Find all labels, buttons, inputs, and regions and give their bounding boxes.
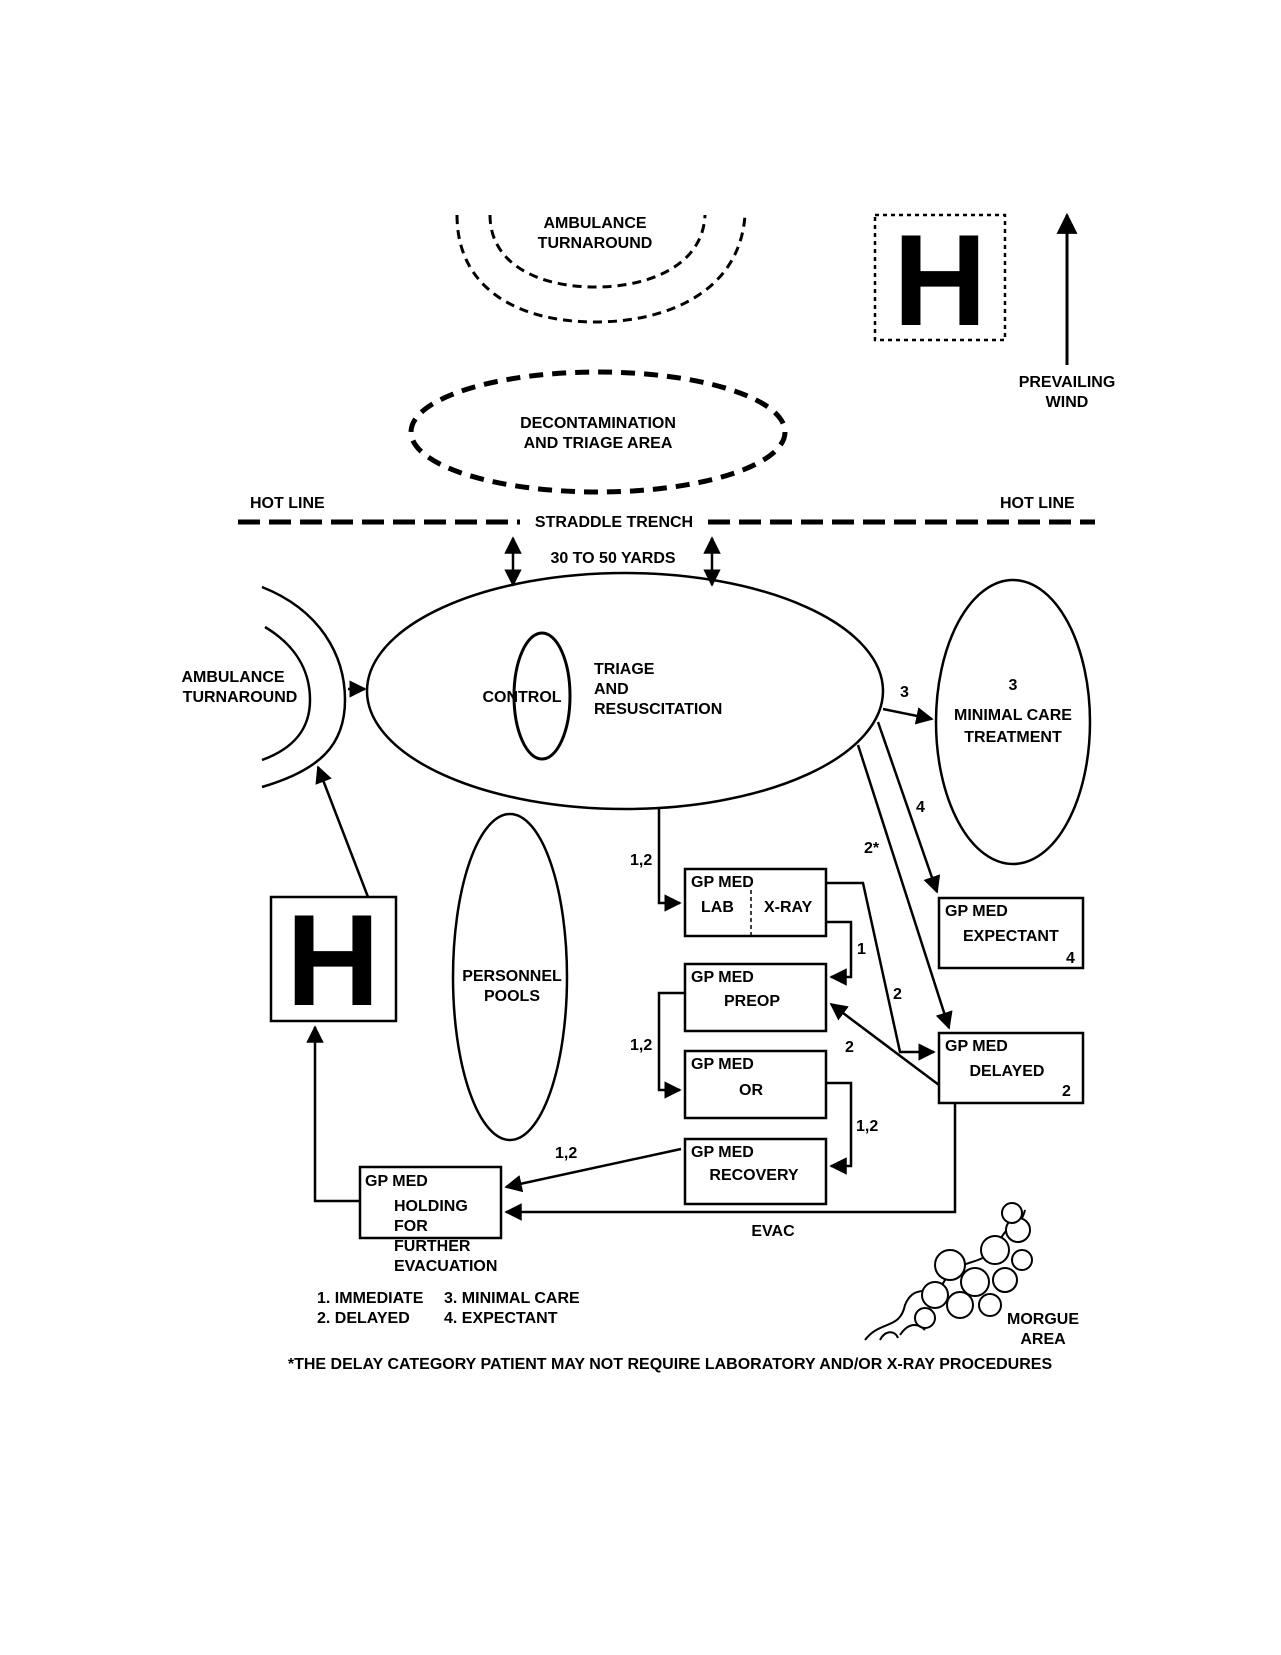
arrow-or-to-recovery xyxy=(826,1081,853,1175)
box-recovery: GP MED RECOVERY xyxy=(683,1137,828,1206)
distance-label: 30 TO 50 YARDS xyxy=(550,550,675,567)
arrow-evac xyxy=(504,1103,957,1221)
minimal-care-label-1: MINIMAL CARE xyxy=(954,707,1072,724)
minimal-care-label-2: TREATMENT xyxy=(964,729,1062,746)
box-delayed: GP MED DELAYED 2 xyxy=(937,1031,1085,1105)
triage-label-3: RESUSCITATION xyxy=(594,701,722,718)
personnel-pools: PERSONNEL POOLS xyxy=(451,812,569,1142)
box-holding: GP MED HOLDING FOR FURTHER EVACUATION xyxy=(358,1165,503,1275)
ambulance-turnaround-top: AMBULANCE TURNAROUND xyxy=(455,214,747,324)
morgue-label-2: AREA xyxy=(1020,1331,1066,1348)
flow-arrows: 3 4 2* 1,2 1 2 2 1,2 1,2 1,2 EVAC xyxy=(306,684,957,1240)
arrow-lab-to-delayed xyxy=(826,881,936,1061)
ambulance-turnaround-left: AMBULANCE TURNAROUND xyxy=(181,585,367,789)
flow-label-preop-to-or: 1,2 xyxy=(630,1037,652,1054)
triage-label-2: AND xyxy=(594,681,629,698)
helipad-top-symbol: H xyxy=(893,207,987,353)
flow-label-or-to-recovery: 1,2 xyxy=(856,1118,878,1135)
delayed-head: GP MED xyxy=(945,1038,1008,1055)
recovery-label: RECOVERY xyxy=(709,1167,799,1184)
expectant-label: EXPECTANT xyxy=(963,928,1059,945)
arrow-recovery-to-holding xyxy=(504,1147,682,1193)
arrow-to-lab xyxy=(657,809,682,912)
ambulance-turnaround-left-label-1: AMBULANCE xyxy=(181,669,284,686)
helipad-bottom-symbol: H xyxy=(286,887,380,1033)
preop-label: PREOP xyxy=(724,993,780,1010)
control-ellipse xyxy=(512,631,572,761)
flow-label-to-delayed-direct: 2* xyxy=(864,840,880,857)
expectant-num: 4 xyxy=(1066,950,1075,967)
arrow-preop-to-or xyxy=(657,991,685,1099)
holding-line-1: HOLDING xyxy=(394,1198,468,1215)
flow-label-to-minimal: 3 xyxy=(900,684,909,701)
morgue-bushes-icon xyxy=(864,1202,1033,1341)
or-head: GP MED xyxy=(691,1056,754,1073)
arrow-helipad-to-ambulance xyxy=(315,765,370,898)
expectant-head: GP MED xyxy=(945,903,1008,920)
morgue-label-1: MORGUE xyxy=(1007,1311,1079,1328)
legend-item-4: 4. EXPECTANT xyxy=(444,1310,558,1327)
flow-label-lab-to-preop: 1 xyxy=(857,941,866,958)
xray-label: X-RAY xyxy=(764,899,813,916)
legend-item-1: 1. IMMEDIATE xyxy=(317,1290,424,1307)
helipad-bottom: H xyxy=(269,887,398,1033)
holding-line-2: FOR xyxy=(394,1218,428,1235)
ambulance-turnaround-top-label-2: TURNAROUND xyxy=(538,235,653,252)
hot-line-right-label: HOT LINE xyxy=(1000,495,1075,512)
flow-label-evac: EVAC xyxy=(751,1223,795,1240)
flow-label-delayed-to-preop: 2 xyxy=(845,1039,854,1056)
hot-line: HOT LINE HOT LINE STRADDLE TRENCH xyxy=(238,495,1095,531)
decon-label-2: AND TRIAGE AREA xyxy=(524,435,673,452)
footnote: *THE DELAY CATEGORY PATIENT MAY NOT REQU… xyxy=(288,1356,1053,1373)
box-preop: GP MED PREOP xyxy=(683,962,828,1033)
arrow-delayed-to-preop xyxy=(829,1002,940,1086)
triage-label-1: TRIAGE xyxy=(594,661,655,678)
flow-label-to-expectant: 4 xyxy=(916,799,925,816)
legend-item-3: 3. MINIMAL CARE xyxy=(444,1290,580,1307)
personnel-pools-label-1: PERSONNEL xyxy=(462,968,562,985)
legend: 1. IMMEDIATE 2. DELAYED 3. MINIMAL CARE … xyxy=(317,1290,580,1327)
preop-head: GP MED xyxy=(691,969,754,986)
recovery-head: GP MED xyxy=(691,1144,754,1161)
arrow-holding-to-helipad xyxy=(306,1025,360,1203)
wind-label-1: PREVAILING xyxy=(1019,374,1116,391)
straddle-trench-label: STRADDLE TRENCH xyxy=(535,514,693,531)
or-label: OR xyxy=(739,1082,763,1099)
holding-line-4: EVACUATION xyxy=(394,1258,497,1275)
triage-area: CONTROL TRIAGE AND RESUSCITATION xyxy=(365,571,885,811)
ambulance-turnaround-top-label-1: AMBULANCE xyxy=(543,215,646,232)
holding-head: GP MED xyxy=(365,1173,428,1190)
decontamination-area: DECONTAMINATION AND TRIAGE AREA xyxy=(408,369,788,495)
helipad-top: H xyxy=(873,207,1007,353)
delayed-label: DELAYED xyxy=(970,1063,1045,1080)
arrow-to-expectant xyxy=(876,721,941,894)
personnel-pools-label-2: POOLS xyxy=(484,988,540,1005)
arrow-lab-to-preop xyxy=(826,920,853,986)
lab-label: LAB xyxy=(701,899,734,916)
hot-line-left-label: HOT LINE xyxy=(250,495,325,512)
flow-label-lab-to-delayed: 2 xyxy=(893,986,902,1003)
arrow-to-minimal xyxy=(882,707,934,725)
minimal-care-treatment: 3 MINIMAL CARE TREATMENT xyxy=(934,578,1092,866)
box-or: GP MED OR xyxy=(683,1049,828,1120)
wind-label-2: WIND xyxy=(1046,394,1089,411)
box-lab-xray: GP MED LAB X-RAY xyxy=(683,867,828,938)
legend-item-2: 2. DELAYED xyxy=(317,1310,410,1327)
lab-xray-head: GP MED xyxy=(691,874,754,891)
decon-label-1: DECONTAMINATION xyxy=(520,415,676,432)
delayed-num: 2 xyxy=(1062,1083,1071,1100)
flow-label-to-lab: 1,2 xyxy=(630,852,652,869)
ambulance-turnaround-left-label-2: TURNAROUND xyxy=(183,689,298,706)
distance-indicator: 30 TO 50 YARDS xyxy=(504,536,721,587)
arrow-to-delayed-direct xyxy=(856,744,953,1030)
holding-line-3: FURTHER xyxy=(394,1238,471,1255)
box-expectant: GP MED EXPECTANT 4 xyxy=(937,896,1085,970)
minimal-care-num: 3 xyxy=(1009,677,1018,694)
flow-label-recovery-to-holding: 1,2 xyxy=(555,1145,577,1162)
control-label: CONTROL xyxy=(482,689,561,706)
prevailing-wind: PREVAILING WIND xyxy=(1019,212,1116,411)
